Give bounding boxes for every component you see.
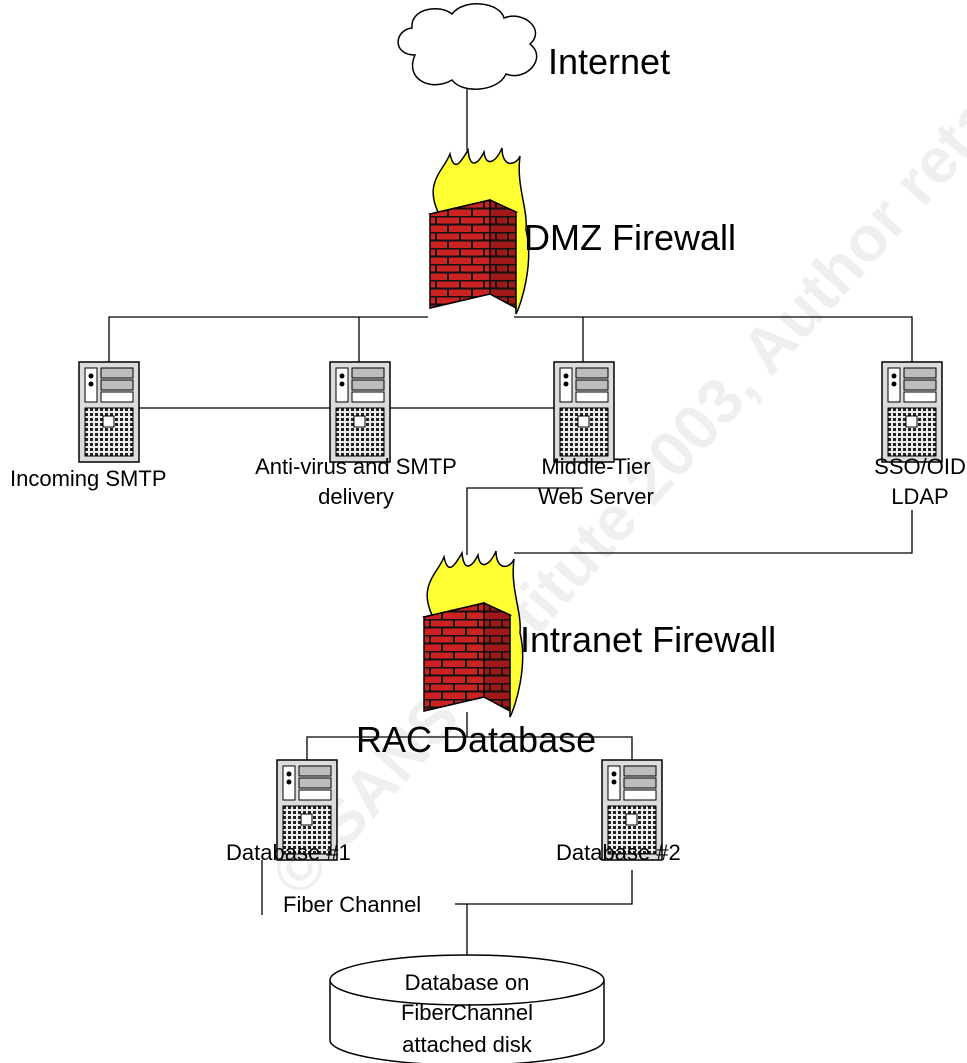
dmz-firewall (429, 147, 530, 315)
server-icon (553, 361, 615, 463)
database-1-label: Database #1 (226, 840, 351, 865)
intranet-to-db1-link (306, 712, 468, 760)
firewall-icon (429, 147, 530, 315)
middle-tier-server: Middle-Tier Web Server (538, 361, 654, 509)
fiber-channel-label: Fiber Channel (283, 892, 421, 917)
sso-ldap-server: SSO/OID LDAP (874, 361, 966, 509)
incoming-smtp-label: Incoming SMTP (10, 466, 167, 491)
intranet-to-db2-link (467, 736, 633, 760)
intranet-firewall (423, 550, 524, 718)
disk-label-line2: FiberChannel (401, 1000, 533, 1025)
db2-to-fiber-link (467, 870, 633, 905)
antivirus-server: Anti-virus and SMTP delivery (255, 361, 457, 509)
internet-label: Internet (548, 41, 670, 82)
antivirus-label-line2: delivery (318, 484, 394, 509)
rac-database-label: RAC Database (356, 719, 596, 760)
dmz-left-link (108, 316, 428, 362)
database-2-server: Database #2 (556, 759, 681, 865)
database-2-label: Database #2 (556, 840, 681, 865)
sso-label-line2: LDAP (891, 484, 948, 509)
cloud-icon (397, 3, 538, 90)
disk-label-line1: Database on (405, 970, 530, 995)
connections (108, 86, 913, 960)
middle-tier-label-line1: Middle-Tier (541, 454, 650, 479)
middle-tier-label-line2: Web Server (538, 484, 654, 509)
ldap-to-intranet-link (514, 510, 913, 554)
incoming-smtp-server: Incoming SMTP (10, 361, 167, 491)
sso-label-line1: SSO/OID (874, 454, 966, 479)
intranet-firewall-label: Intranet Firewall (520, 619, 776, 660)
antivirus-label-line1: Anti-virus and SMTP (255, 454, 457, 479)
disk-label-line3: attached disk (402, 1032, 533, 1057)
server-icon (329, 361, 391, 463)
database-1-server: Database #1 (226, 759, 351, 865)
dmz-firewall-label: DMZ Firewall (524, 217, 736, 258)
dmz-right-link (514, 316, 913, 362)
middle-to-intranet-link (466, 487, 583, 555)
firewall-icon (423, 550, 524, 718)
disk-icon (329, 954, 605, 1063)
server-icon (881, 361, 943, 463)
server-icon (78, 361, 140, 463)
